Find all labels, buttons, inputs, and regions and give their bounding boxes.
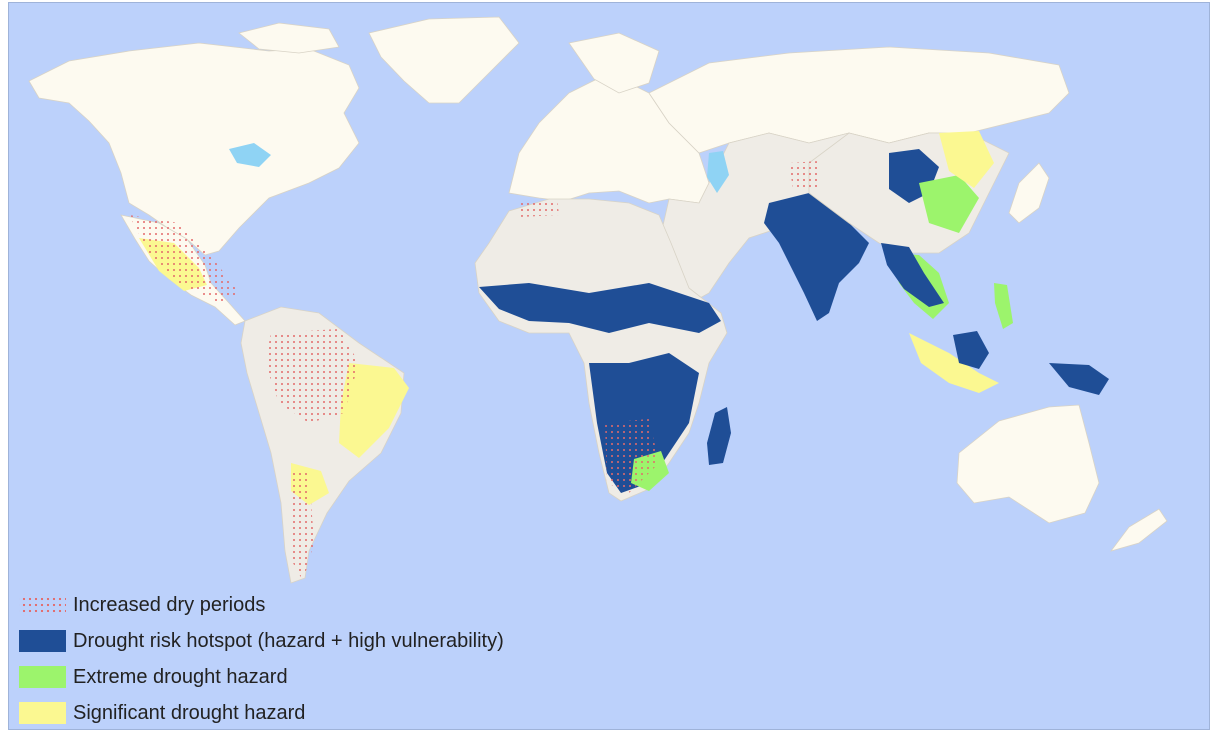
hotspot-indochina: [881, 243, 944, 307]
dry-periods-north-africa: [517, 199, 559, 217]
world-drought-map: Increased dry periods Drought risk hotsp…: [8, 2, 1210, 730]
indonesia: [909, 333, 999, 393]
japan: [1008, 162, 1050, 224]
significant-brazil: [339, 363, 409, 458]
dry-periods-swatch: [19, 594, 66, 616]
new-guinea: [1049, 363, 1109, 395]
india: [764, 193, 869, 321]
arctic-islands: [238, 22, 340, 54]
caspian-sea: [707, 151, 729, 193]
extreme-swatch: [19, 666, 66, 688]
scandinavia: [568, 32, 660, 94]
great-lakes: [229, 143, 271, 167]
borneo: [953, 331, 989, 369]
legend-label: Increased dry periods: [73, 594, 266, 616]
philippines: [994, 283, 1013, 329]
dry-periods-amazon: [265, 329, 359, 423]
map-canvas: [28, 16, 1168, 584]
legend-label: Drought risk hotspot (hazard + high vuln…: [73, 630, 504, 652]
legend-label: Significant drought hazard: [73, 702, 306, 724]
madagascar: [707, 407, 731, 465]
hotspot-sahel: [479, 283, 721, 333]
dry-periods-andes: [291, 473, 314, 581]
dry-periods-southern-africa: [605, 419, 659, 493]
significant-swatch: [19, 702, 66, 724]
hotspot-swatch: [19, 630, 66, 652]
new-zealand: [1109, 508, 1168, 552]
north-america: [28, 42, 360, 256]
greenland: [368, 16, 520, 104]
dry-periods-mexico: [129, 215, 239, 303]
dry-periods-central-asia: [789, 161, 821, 189]
extreme-east-asia: [919, 175, 979, 233]
significant-east-china: [939, 131, 994, 188]
australia: [956, 404, 1100, 524]
legend-label: Extreme drought hazard: [73, 666, 288, 688]
